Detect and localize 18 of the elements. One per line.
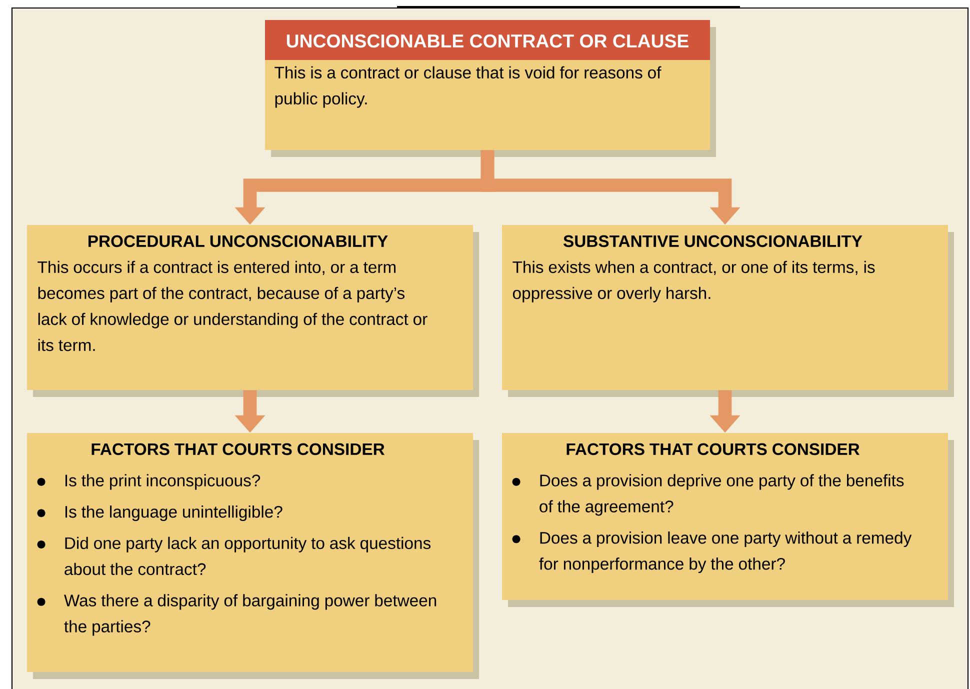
- text-box: [502, 225, 954, 397]
- heading: FACTORS THAT COURTS CONSIDER: [92, 443, 384, 456]
- bullet-item: Is the language unintelligible?: [37, 506, 282, 522]
- text-box: UNCONSCIONABLE CONTRACT OR CLAUSE This is a contract or clause that is void for reasons of public policy.: [265, 20, 716, 157]
- heading: SUBSTANTIVE UNCONSCIONABILITY: [564, 235, 862, 248]
- bullet-item: Did one party lack an opportunity to ask questions about the contract?: [37, 536, 431, 576]
- text-box: [27, 225, 479, 397]
- description-text: This is a contract or clause that is void for reasons of public policy.: [274, 66, 662, 108]
- text-box: [27, 433, 479, 679]
- text-box: [502, 433, 954, 607]
- description-text: This occurs if a contract is entered into, or a term becomes part of the contract, because of a party’s lack of knowledge or understanding of the contract or its term.: [38, 260, 428, 352]
- bullet-item: Is the print inconspicuous?: [37, 474, 260, 490]
- bullet-item: Does a provision deprive one party of the benefits of the agreement?: [512, 474, 904, 516]
- bullet-item: Was there a disparity of bargaining power between the parties?: [37, 594, 436, 636]
- heading: FACTORS THAT COURTS CONSIDER: [566, 443, 860, 456]
- heading: PROCEDURAL UNCONSCIONABILITY: [88, 235, 388, 248]
- description-text: This exists when a contract, or one of its terms, is oppressive or overly harsh.: [512, 260, 875, 302]
- bullet-item: Does a provision leave one party without a remedy for nonperformance by the other?: [512, 532, 912, 574]
